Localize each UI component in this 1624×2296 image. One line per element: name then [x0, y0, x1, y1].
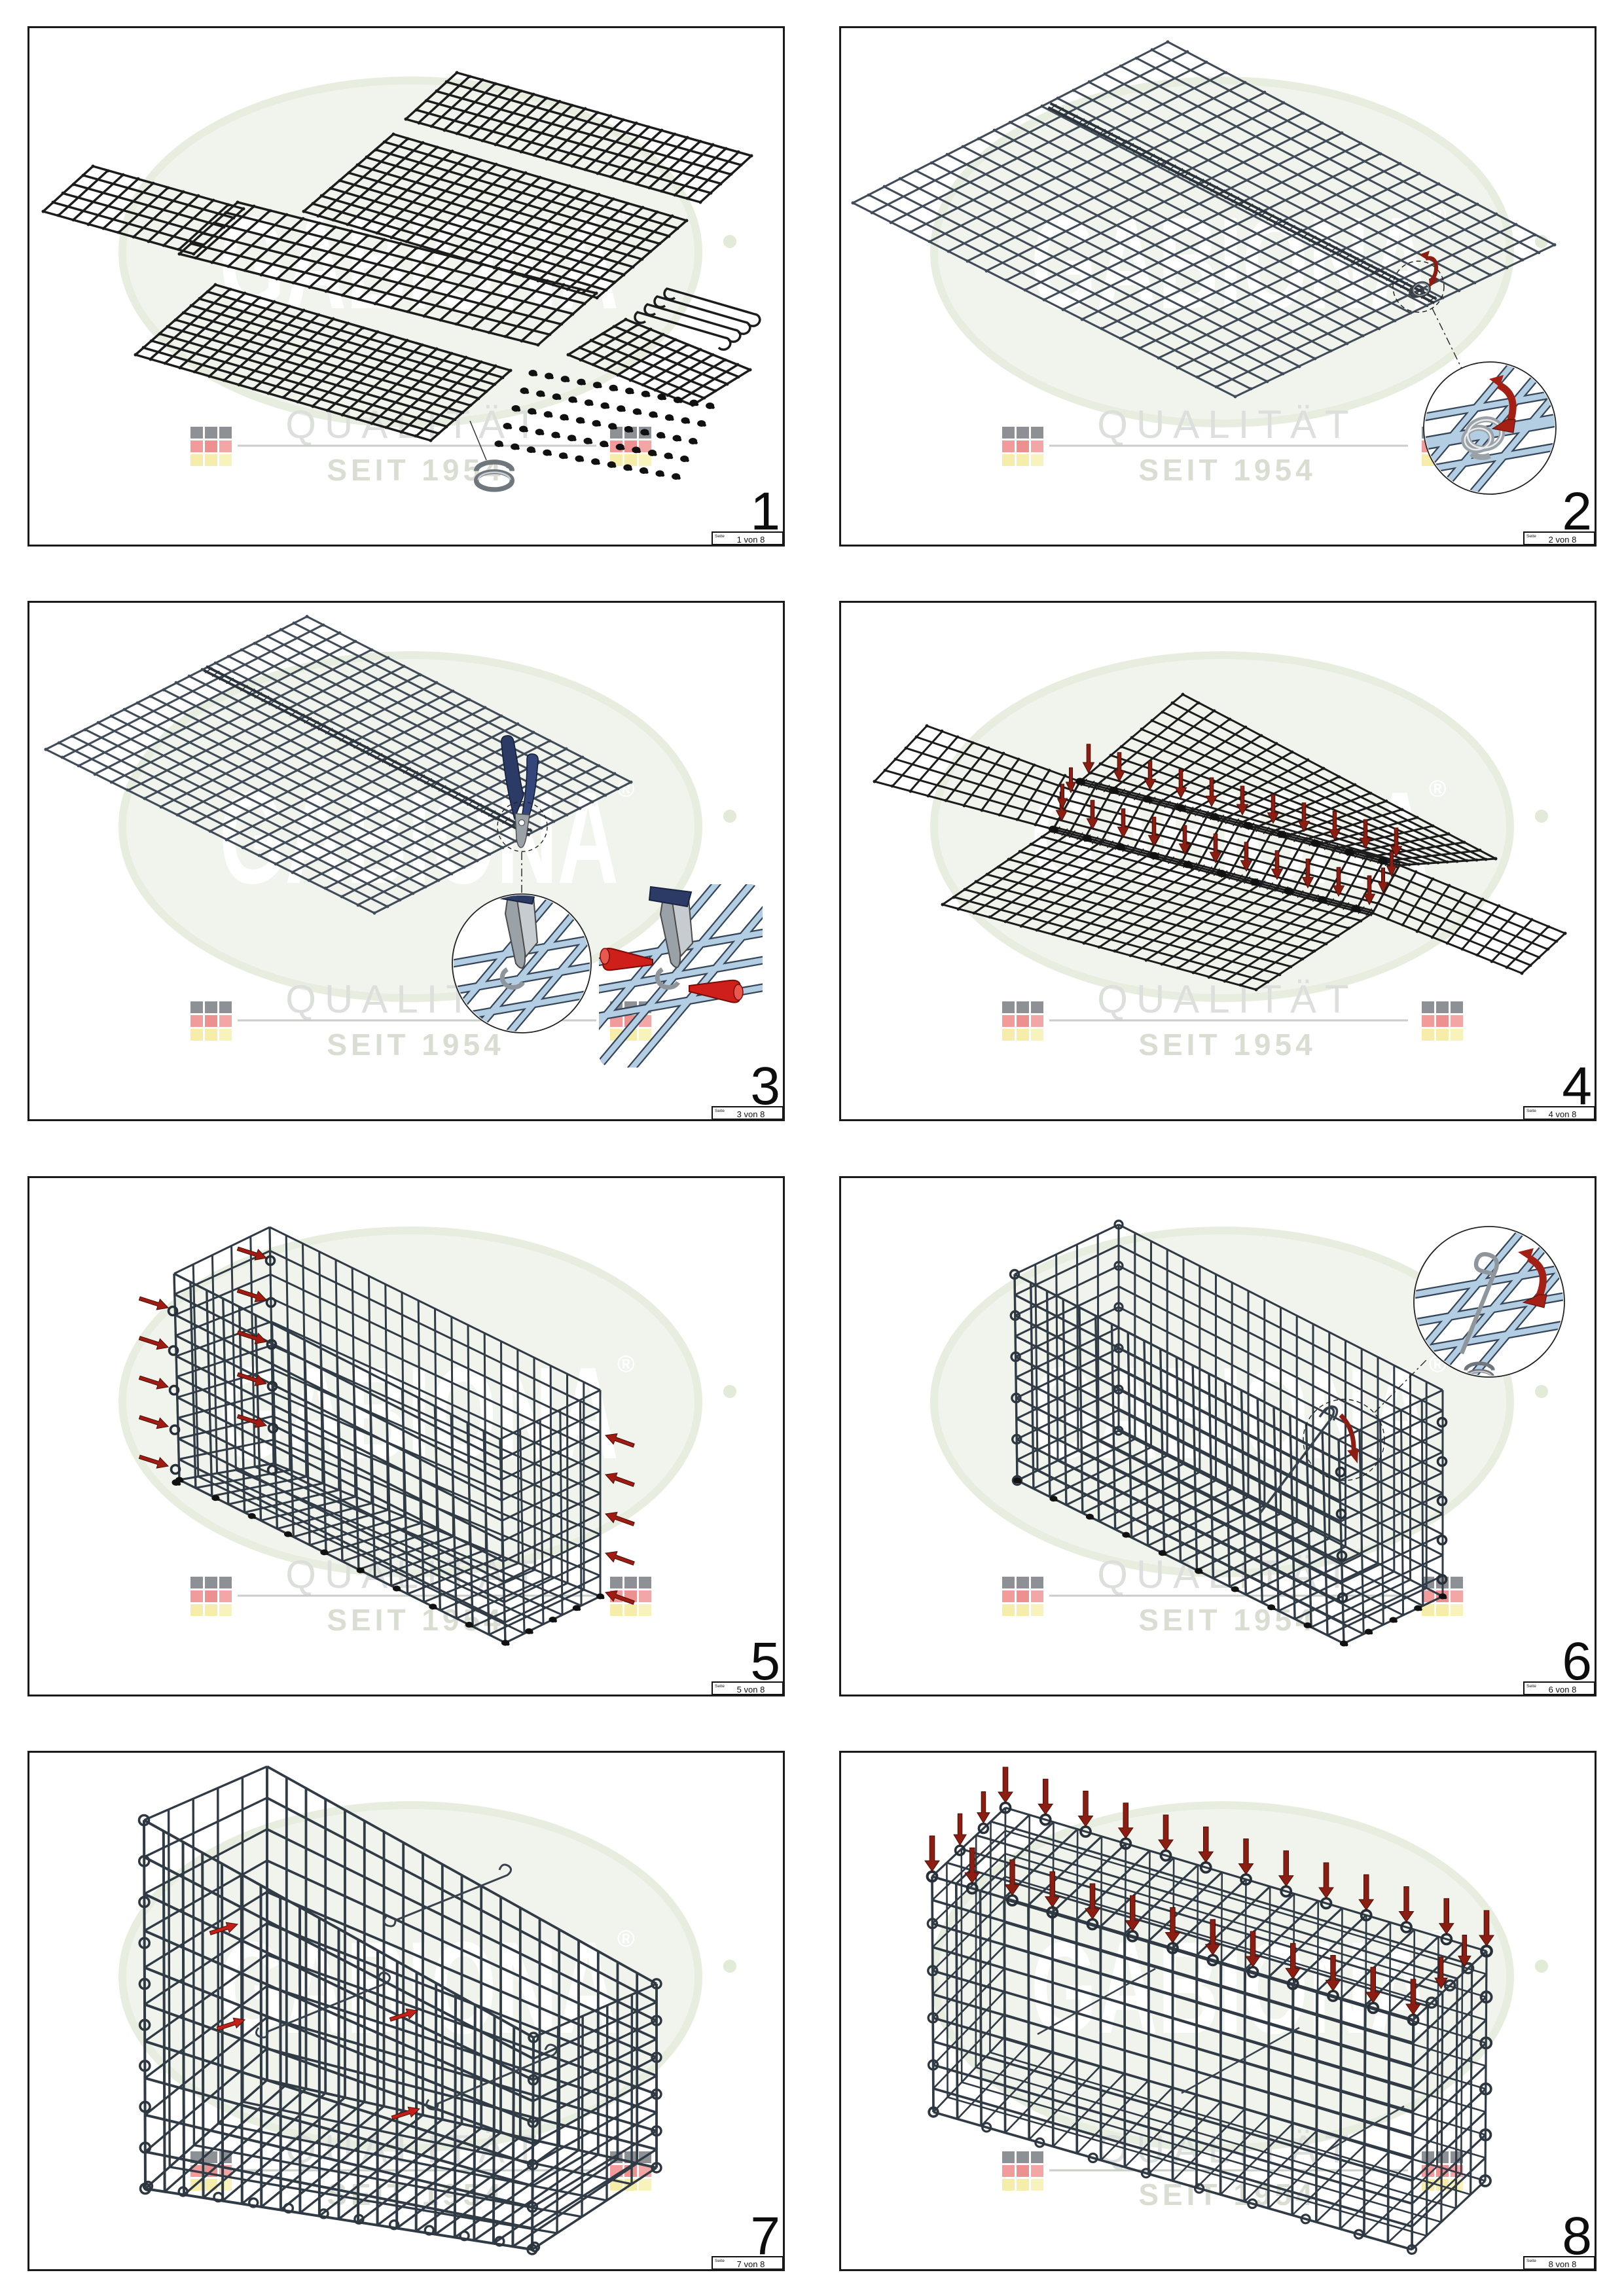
svg-text:3: 3	[750, 1056, 780, 1116]
svg-text:6 von 8: 6 von 8	[1549, 1685, 1577, 1695]
svg-text:4 von 8: 4 von 8	[1549, 1109, 1577, 1119]
svg-text:QUALITÄT: QUALITÄT	[1097, 403, 1357, 446]
svg-text:SEIT 1954: SEIT 1954	[1138, 1603, 1316, 1637]
svg-text:®: ®	[617, 1925, 635, 1952]
svg-text:5: 5	[750, 1632, 780, 1691]
svg-text:SEIT 1954: SEIT 1954	[327, 453, 504, 487]
svg-text:Seite: Seite	[715, 1109, 725, 1113]
svg-text:Seite: Seite	[1526, 1109, 1536, 1113]
svg-text:Seite: Seite	[1526, 2259, 1536, 2263]
svg-text:®: ®	[617, 1350, 635, 1377]
svg-text:SEIT 1954: SEIT 1954	[1138, 1028, 1316, 1062]
svg-text:SEIT 1954: SEIT 1954	[1138, 453, 1316, 487]
svg-text:2: 2	[1562, 482, 1592, 541]
svg-text:3 von 8: 3 von 8	[737, 1109, 765, 1119]
svg-text:4: 4	[1562, 1056, 1592, 1116]
svg-text:Seite: Seite	[715, 1684, 725, 1689]
svg-text:8: 8	[1562, 2206, 1592, 2266]
svg-text:SEIT 1954: SEIT 1954	[327, 1028, 504, 1062]
svg-text:Seite: Seite	[715, 534, 725, 539]
svg-text:2 von 8: 2 von 8	[1549, 535, 1577, 545]
svg-text:Seite: Seite	[1526, 534, 1536, 539]
svg-text:QUALITÄT: QUALITÄT	[1097, 977, 1357, 1021]
svg-text:5 von 8: 5 von 8	[737, 1685, 765, 1695]
svg-text:1: 1	[750, 482, 780, 541]
svg-text:1 von 8: 1 von 8	[737, 535, 765, 545]
svg-text:®: ®	[1429, 775, 1447, 802]
svg-text:Seite: Seite	[1526, 1684, 1536, 1689]
svg-text:Seite: Seite	[715, 2259, 725, 2263]
svg-text:SEIT 1954: SEIT 1954	[1138, 2178, 1316, 2212]
svg-text:6: 6	[1562, 1632, 1592, 1691]
svg-text:7 von 8: 7 von 8	[737, 2259, 765, 2269]
svg-text:8 von 8: 8 von 8	[1549, 2259, 1577, 2269]
svg-text:7: 7	[750, 2206, 780, 2266]
